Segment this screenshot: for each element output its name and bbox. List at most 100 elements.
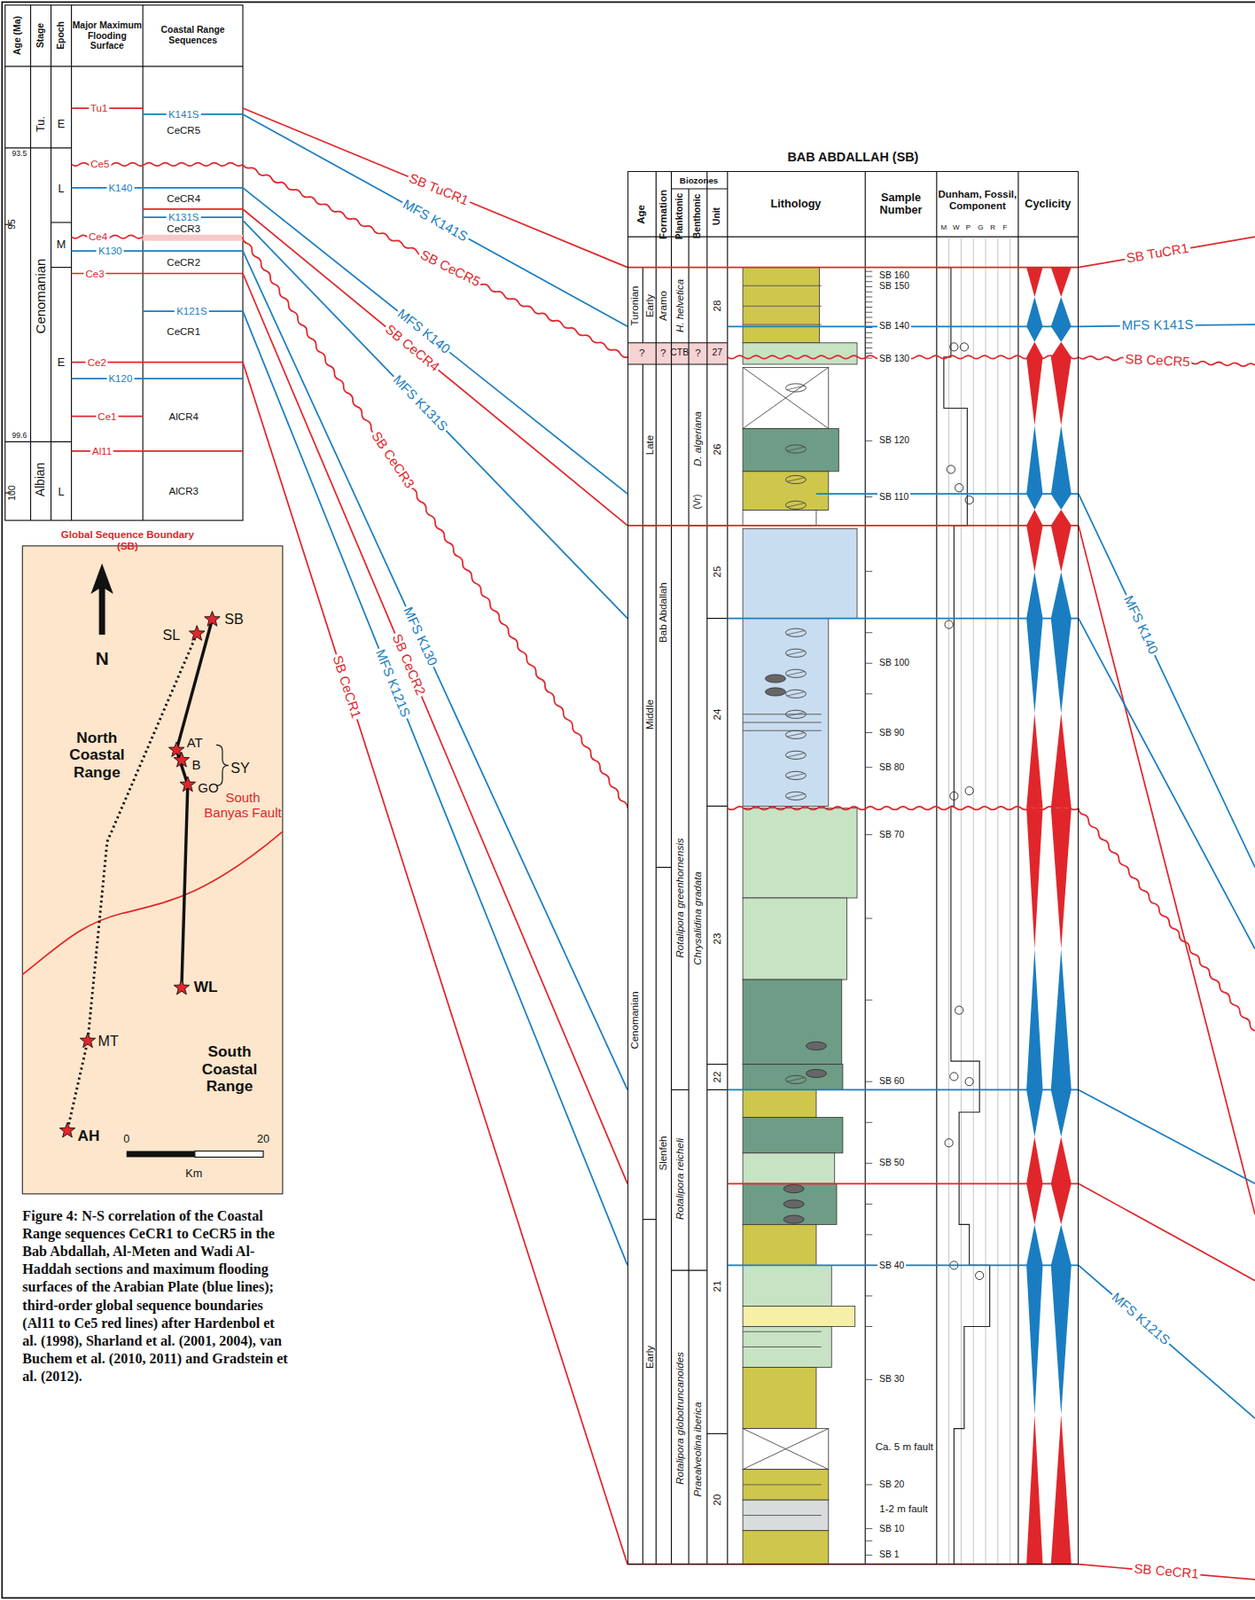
bed-line bbox=[742, 1331, 822, 1333]
figure-label: SB 20 bbox=[877, 1479, 906, 1490]
rule-line bbox=[642, 1218, 656, 1220]
figure-label: K120 bbox=[106, 373, 134, 385]
figure-label: SB 130 bbox=[877, 353, 912, 365]
section-column-line bbox=[865, 171, 866, 1564]
figure-label: Epoch bbox=[55, 21, 67, 50]
lens-symbol bbox=[785, 383, 806, 392]
lens-symbol bbox=[785, 669, 806, 678]
figure-label: CeCR4 bbox=[166, 193, 201, 205]
lens-symbol bbox=[785, 771, 806, 780]
lithology-bed bbox=[742, 1325, 832, 1367]
sample-tick bbox=[865, 301, 873, 303]
figure-label: ? bbox=[639, 347, 645, 359]
rule-line bbox=[642, 267, 644, 343]
chart-column-line bbox=[30, 5, 32, 521]
figure-label: Age (Ma) bbox=[12, 15, 24, 55]
figure-label: Age bbox=[635, 204, 647, 225]
fault-line bbox=[22, 831, 283, 975]
correlation-line bbox=[1078, 525, 1255, 1215]
surface-label: SB CeCR5 bbox=[416, 246, 484, 291]
highlight-band bbox=[142, 234, 243, 242]
cycle-triangle bbox=[1026, 296, 1043, 327]
surface-line bbox=[627, 266, 1079, 269]
fossil-symbol bbox=[965, 787, 974, 796]
sample-tick bbox=[865, 1162, 873, 1164]
surface-line bbox=[727, 1089, 1079, 1092]
sample-tick bbox=[865, 662, 873, 664]
cycle-triangle bbox=[1026, 949, 1043, 1091]
figure-label: M bbox=[56, 238, 67, 251]
texture-profile bbox=[936, 267, 990, 1565]
figure-label: D. algeriana bbox=[692, 411, 704, 467]
gap-cross bbox=[742, 366, 829, 429]
figure-label: GO bbox=[197, 779, 219, 796]
sample-tick bbox=[865, 317, 873, 319]
figure-label: K140 bbox=[106, 181, 134, 194]
figure-label: Ce2 bbox=[85, 356, 109, 368]
sample-tick bbox=[865, 1527, 873, 1529]
flooding-surface-line bbox=[71, 377, 243, 380]
figure-label: P bbox=[966, 223, 971, 232]
surface-line bbox=[727, 617, 1079, 620]
sample-tick bbox=[865, 732, 873, 733]
figure-label: R bbox=[989, 223, 996, 232]
chart-column-line bbox=[142, 5, 144, 521]
figure-label: Ce3 bbox=[84, 267, 107, 280]
cycle-triangle bbox=[1026, 525, 1043, 572]
figure-label: Praealveolina iberica bbox=[692, 1401, 704, 1497]
rule-line bbox=[5, 147, 72, 149]
sample-tick bbox=[865, 1540, 873, 1542]
sample-tick bbox=[865, 631, 873, 633]
section-column-line bbox=[670, 171, 672, 1564]
figure-label: CeCR3 bbox=[166, 222, 201, 234]
cycle-triangle bbox=[1051, 267, 1072, 297]
cycle-triangle bbox=[1051, 425, 1072, 494]
location-star bbox=[79, 1032, 95, 1048]
figure-label: 0 bbox=[123, 1132, 130, 1146]
sample-tick bbox=[865, 275, 873, 277]
fossil-symbol bbox=[959, 342, 968, 351]
location-star bbox=[173, 751, 189, 767]
correlation-line bbox=[1078, 1264, 1255, 1419]
fossil-symbol bbox=[950, 791, 959, 800]
rule-line bbox=[627, 363, 728, 365]
cycle-triangle bbox=[1051, 713, 1072, 809]
fossil-symbol bbox=[950, 1072, 959, 1081]
section-column-line bbox=[1017, 171, 1019, 1564]
figure-label: SB 140 bbox=[877, 321, 912, 333]
lithology-bed bbox=[742, 1264, 832, 1306]
lens-symbol bbox=[787, 753, 806, 758]
figure-label: 27 bbox=[712, 348, 724, 359]
sample-tick bbox=[865, 496, 873, 498]
figure-label: SB 80 bbox=[877, 762, 906, 773]
lithology-bed bbox=[742, 1064, 843, 1091]
figure-label: Ca. 5 m fault bbox=[875, 1441, 934, 1453]
fossil-symbol bbox=[946, 465, 955, 474]
cycle-triangle bbox=[1051, 1264, 1072, 1415]
figure-label: Bab Abdallah bbox=[657, 582, 670, 643]
cycle-triangle bbox=[1026, 1089, 1043, 1137]
lithology-bed bbox=[742, 618, 829, 807]
lens-symbol bbox=[785, 689, 806, 698]
lithology-bed bbox=[742, 428, 839, 471]
texture-grid-line bbox=[997, 236, 998, 1565]
figure-label: Cenomanian bbox=[33, 257, 49, 334]
figure-label: ? bbox=[660, 347, 666, 359]
lens-symbol bbox=[787, 732, 806, 738]
surface-line bbox=[627, 524, 1079, 527]
figure-label: Lithology bbox=[770, 197, 821, 211]
surface-label: MFS K141S bbox=[1120, 317, 1196, 334]
nodule-symbol bbox=[805, 1068, 827, 1077]
section-column-line bbox=[655, 171, 657, 1564]
section-title: BAB ABDALLAH (SB) bbox=[628, 149, 1078, 164]
sample-tick bbox=[865, 834, 873, 835]
location-star bbox=[188, 625, 204, 641]
flooding-surface-line bbox=[71, 187, 243, 189]
lens-symbol bbox=[787, 630, 806, 635]
sample-tick bbox=[865, 311, 873, 313]
bed-line bbox=[742, 1483, 822, 1485]
figure-label: 24 bbox=[711, 708, 724, 720]
lithology-bed bbox=[742, 342, 858, 365]
figure-label: SB 60 bbox=[877, 1075, 906, 1087]
figure-label: N bbox=[95, 647, 110, 669]
